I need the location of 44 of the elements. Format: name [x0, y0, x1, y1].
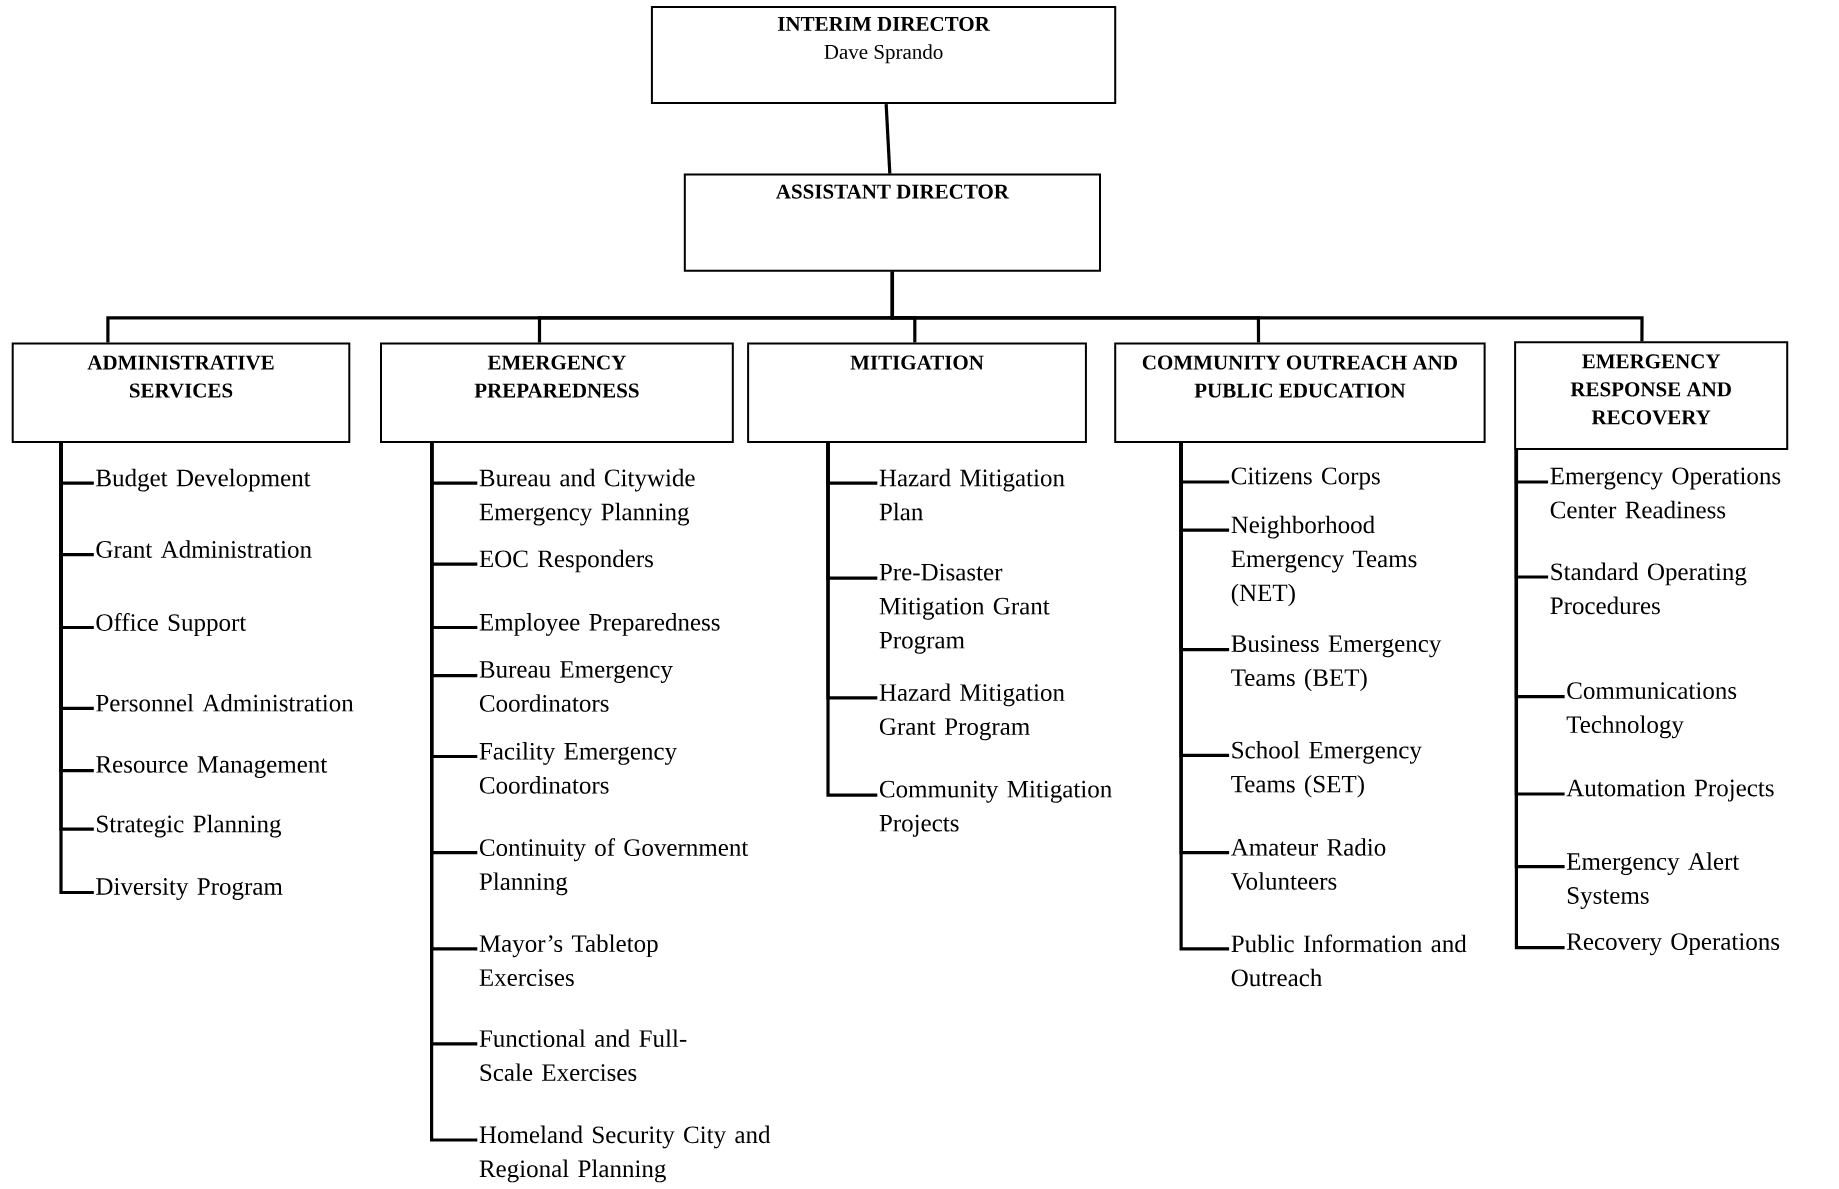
list-item: Mayor’s Tabletop Exercises: [479, 934, 658, 986]
list-item: Hazard Mitigation Plan: [879, 468, 1065, 521]
connector-line: [890, 271, 1644, 342]
list-item: Bureau and Citywide Emergency Planning: [479, 468, 695, 526]
list-item: Business Emergency Teams (BET): [1231, 635, 1442, 692]
list-item: Budget Development: [96, 468, 311, 492]
list-item: Emergency Operations Center Readiness: [1550, 467, 1781, 519]
list-item: Neighborhood Emergency Teams (NET): [1231, 515, 1417, 607]
list-item: Functional and Full-Scale Exercises: [479, 1029, 687, 1081]
list-item: Pre-Disaster Mitigation Grant Program: [879, 563, 1050, 654]
department-box: EMERGENCY RESPONSE AND RECOVERY: [1514, 341, 1789, 450]
list-item: Automation Projects: [1566, 779, 1774, 802]
list-item: Bureau Emergency Coordinators: [479, 661, 673, 712]
connector-line: [1514, 450, 1565, 950]
list-item: Strategic Planning: [97, 814, 282, 838]
director-box: INTERIM DIRECTOR Dave Sprando: [650, 5, 1117, 105]
list-item: EOC Responders: [479, 549, 653, 573]
list-item: Facility Emergency Coordinators: [479, 742, 677, 794]
list-item: Amateur Radio Volunteers: [1230, 838, 1386, 890]
list-item: Continuity of Government Planning: [479, 838, 749, 896]
list-item: Emergency Alert Systems: [1566, 852, 1740, 910]
list-item: Recovery Operations: [1566, 933, 1780, 956]
list-item: Community Mitigation Projects: [879, 780, 1112, 837]
list-item: Office Support: [96, 613, 247, 637]
list-item: Grant Administration: [96, 540, 312, 558]
connector-line: [884, 104, 892, 174]
list-item: Resource Management: [96, 756, 328, 778]
list-item: Diversity Program: [96, 878, 283, 901]
list-item: School Emergency Teams (SET): [1231, 740, 1422, 798]
list-item: Employee Preparedness: [479, 613, 720, 636]
department-box: COMMUNITY OUTREACH AND PUBLIC EDUCATION: [1114, 342, 1486, 443]
department-box: EMERGENCY PREPAREDNESS: [380, 342, 734, 443]
connector-line: [826, 443, 878, 797]
list-item: Personnel Administration: [96, 694, 354, 712]
department-box: MITIGATION: [747, 342, 1087, 443]
list-item: Citizens Corps: [1231, 467, 1380, 490]
connector-line: [1179, 443, 1230, 951]
director-box: ASSISTANT DIRECTOR: [683, 173, 1101, 272]
department-box: ADMINISTRATIVE SERVICES: [11, 342, 351, 443]
list-item: Standard Operating Procedures: [1550, 562, 1747, 615]
list-item: Hazard Mitigation Grant Program: [879, 683, 1065, 741]
list-item: Communications Technology: [1566, 682, 1737, 739]
list-item: Public Information and Outreach: [1231, 934, 1467, 987]
list-item: Homeland Security City and Regional Planning: [479, 1125, 771, 1183]
